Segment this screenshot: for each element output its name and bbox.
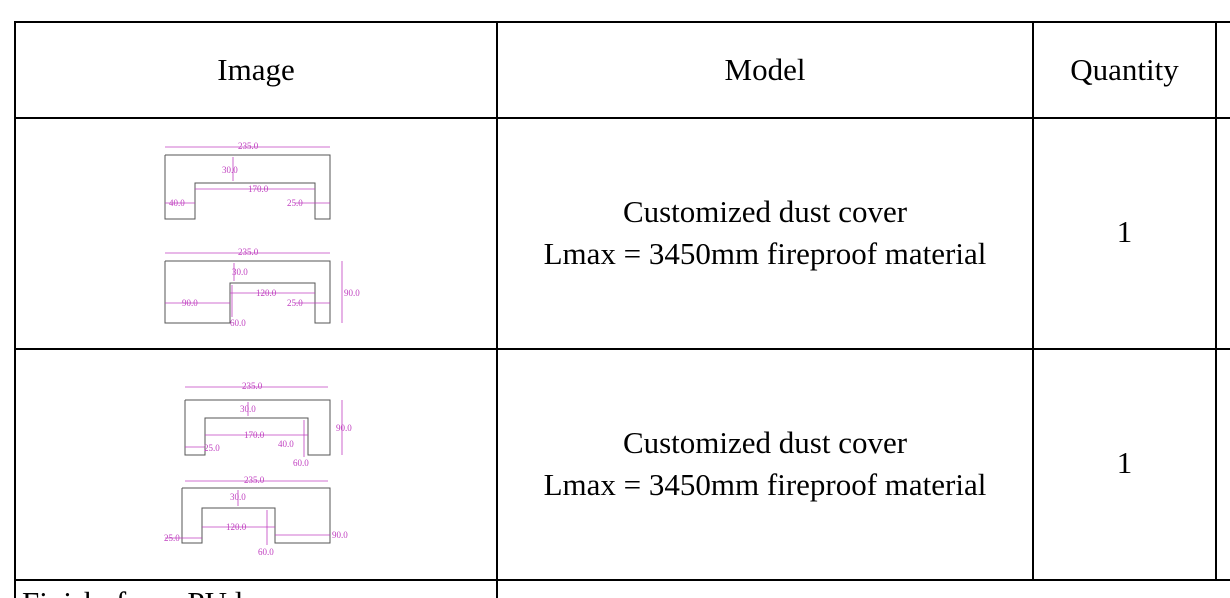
col-divider-image-model xyxy=(496,21,498,598)
table-top-border xyxy=(14,21,1230,23)
header-bottom-border xyxy=(14,117,1230,119)
row1-b-thick-label: 30.0 xyxy=(232,267,248,277)
row2-b-left-label: 25.0 xyxy=(164,533,180,543)
row2-bottom-border xyxy=(14,579,1230,581)
header-model: Model xyxy=(724,52,806,87)
row2-model-spec: Lmax = 3450mm fireproof material xyxy=(543,467,987,502)
row1-quantity: 1 xyxy=(1116,214,1133,249)
row2-a-bottom-label: 60.0 xyxy=(293,458,309,468)
row1-b-height-label: 90.0 xyxy=(344,288,360,298)
row2-model-name: Customized dust cover xyxy=(622,425,908,460)
header-quantity: Quantity xyxy=(1070,52,1179,87)
row1-model-cell: Customized dust cover Lmax = 3450mm fire… xyxy=(498,191,1032,275)
row1-a-inner-label: 170.0 xyxy=(248,184,269,194)
bottom-clipped-text: Finish: foam PU lam xyxy=(22,582,281,598)
col-divider-model-quantity xyxy=(1032,21,1034,581)
row1-b-inner-label: 120.0 xyxy=(256,288,277,298)
row1-model-name: Customized dust cover xyxy=(622,194,908,229)
row2-dust-cover-drawing: 235.0 30.0 170.0 25.0 40.0 90.0 60.0 235… xyxy=(164,381,352,557)
row2-a-thick-label: 30.0 xyxy=(240,404,256,414)
row1-a-left-label: 40.0 xyxy=(169,198,185,208)
row1-model-spec: Lmax = 3450mm fireproof material xyxy=(543,236,987,271)
row2-a-height-label: 90.0 xyxy=(336,423,352,433)
row2-b-top-label: 235.0 xyxy=(244,475,265,485)
row2-model-cell: Customized dust cover Lmax = 3450mm fire… xyxy=(498,422,1032,506)
row2-a-left-label: 25.0 xyxy=(204,443,220,453)
row2-b-thick-label: 30.0 xyxy=(230,492,246,502)
row1-a-right-label: 25.0 xyxy=(287,198,303,208)
row1-bottom-border xyxy=(14,348,1230,350)
row1-a-thick-label: 30.0 xyxy=(222,165,238,175)
header-image: Image xyxy=(217,52,295,87)
row1-b-right-label: 25.0 xyxy=(287,298,303,308)
row2-a-mid-label: 40.0 xyxy=(278,439,294,449)
row2-a-inner-label: 170.0 xyxy=(244,430,265,440)
row1-b-bottom-label: 60.0 xyxy=(230,318,246,328)
row2-b-inner-label: 120.0 xyxy=(226,522,247,532)
row1-b-top-label: 235.0 xyxy=(238,247,259,257)
row1-dust-cover-drawing: 235.0 30.0 170.0 40.0 25.0 235.0 30.0 12… xyxy=(164,141,360,328)
row1-b-left-label: 90.0 xyxy=(182,298,198,308)
row1-a-top-label: 235.0 xyxy=(238,141,259,151)
row2-b-bottom-label: 60.0 xyxy=(258,547,274,557)
row2-a-top-label: 235.0 xyxy=(242,381,263,391)
table-left-border xyxy=(14,21,16,598)
table-right-border xyxy=(1215,21,1217,581)
row2-b-right-label: 90.0 xyxy=(332,530,348,540)
row2-quantity: 1 xyxy=(1116,445,1133,480)
